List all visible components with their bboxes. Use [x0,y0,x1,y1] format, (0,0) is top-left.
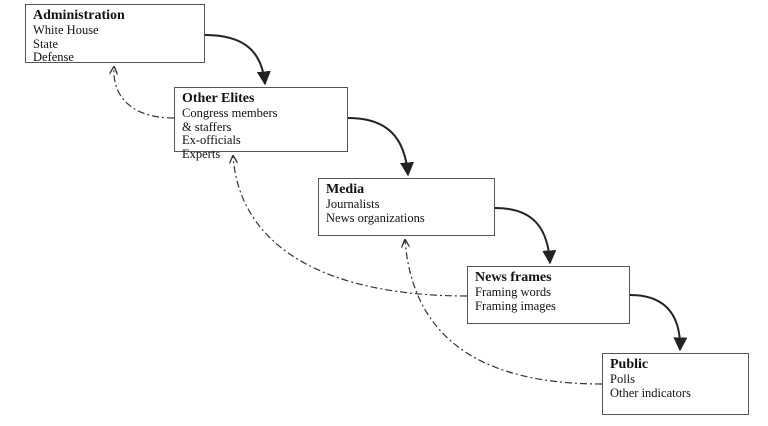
node-title: Public [610,357,649,372]
edge-administration-to-other-elites [204,34,271,86]
node-title: News frames [475,270,552,285]
node-line: & staffers [182,119,232,134]
edge-news-frames-to-other-elites [233,156,468,297]
node-line: Framing images [475,298,556,313]
node-line: Framing words [475,285,552,299]
node-title: Administration [33,8,125,23]
node-line: Polls [610,372,636,386]
node-line: Journalists [326,197,380,211]
node-line: Congress members [182,106,278,120]
node-other-elites: Other Elites Congress members & staffers… [174,87,348,160]
edge-other-elites-to-media [347,117,414,177]
node-line: News organizations [326,210,425,225]
node-line: Ex-officials [182,133,241,147]
edge-media-to-news-frames [494,207,557,265]
node-line: White House [33,23,99,37]
node-public: Public Polls Other indicators [602,353,749,415]
node-line: Defense [33,50,74,64]
node-line: Experts [182,146,221,161]
edge-news-frames-to-public [629,294,688,352]
node-administration: Administration White House State Defense [25,4,205,64]
edge-other-elites-to-administration [114,67,175,119]
node-news-frames: News frames Framing words Framing images [467,266,630,324]
node-line: State [33,36,58,51]
node-title: Media [326,182,365,197]
edge-public-to-media [405,240,603,385]
node-media: Media Journalists News organizations [318,178,495,236]
node-title: Other Elites [182,91,255,106]
node-line: Other indicators [610,385,691,400]
